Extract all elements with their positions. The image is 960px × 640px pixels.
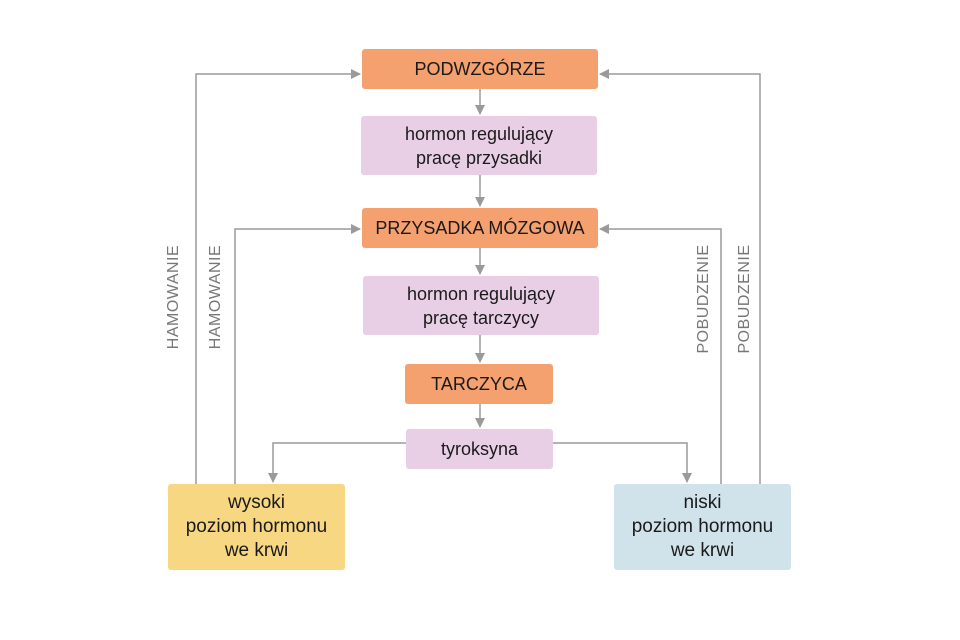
thyroxine-box: tyroksyna xyxy=(406,429,553,469)
inhibition-label-inner: HAMOWANIE xyxy=(207,244,224,350)
arrow-thyroxine-to-low xyxy=(553,442,692,483)
high-level-line-2: poziom hormonu xyxy=(185,516,328,537)
hypothalamus-label: PODWZGÓRZE xyxy=(414,58,546,79)
thyroid-label: TARCZYCA xyxy=(431,373,527,394)
arrow-thyroxine-to-high xyxy=(268,442,406,483)
thyroxine-label: tyroksyna xyxy=(440,439,519,459)
hormone-pituitary-line-1: hormon regulujący xyxy=(404,123,554,144)
low-level-box: niski poziom hormonu we krwi xyxy=(614,484,791,570)
hormone-thyroid-box: hormon regulujący pracę tarczycy xyxy=(363,276,599,335)
low-level-line-2: poziom hormonu xyxy=(631,516,774,537)
high-level-box: wysoki poziom hormonu we krwi xyxy=(168,484,345,570)
pituitary-label: PRZYSADKA MÓZGOWA xyxy=(375,217,585,238)
high-level-line-1: wysoki xyxy=(227,492,285,513)
arrow-inhibition-pituitary xyxy=(234,224,361,486)
arrow-inhibition-hypothalamus xyxy=(195,69,361,486)
stimulation-label-inner: POBUDZENIE xyxy=(695,244,712,354)
high-level-line-3: we krwi xyxy=(224,540,289,561)
hormone-pituitary-box: hormon regulujący pracę przysadki xyxy=(361,116,597,175)
hormone-thyroid-line-2: pracę tarczycy xyxy=(422,307,540,328)
hormone-pituitary-line-2: pracę przysadki xyxy=(415,147,543,168)
hypothalamus-box: PODWZGÓRZE xyxy=(362,49,598,89)
stimulation-label-outer: POBUDZENIE xyxy=(736,244,753,354)
arrow-stimulation-pituitary xyxy=(599,224,722,486)
hormone-thyroid-line-1: hormon regulujący xyxy=(406,283,556,304)
low-level-line-3: we krwi xyxy=(670,540,735,561)
low-level-line-1: niski xyxy=(683,492,722,513)
pituitary-box: PRZYSADKA MÓZGOWA xyxy=(362,208,598,248)
thyroid-box: TARCZYCA xyxy=(405,364,553,404)
inhibition-label-outer: HAMOWANIE xyxy=(165,244,182,350)
arrow-stimulation-hypothalamus xyxy=(599,69,761,486)
